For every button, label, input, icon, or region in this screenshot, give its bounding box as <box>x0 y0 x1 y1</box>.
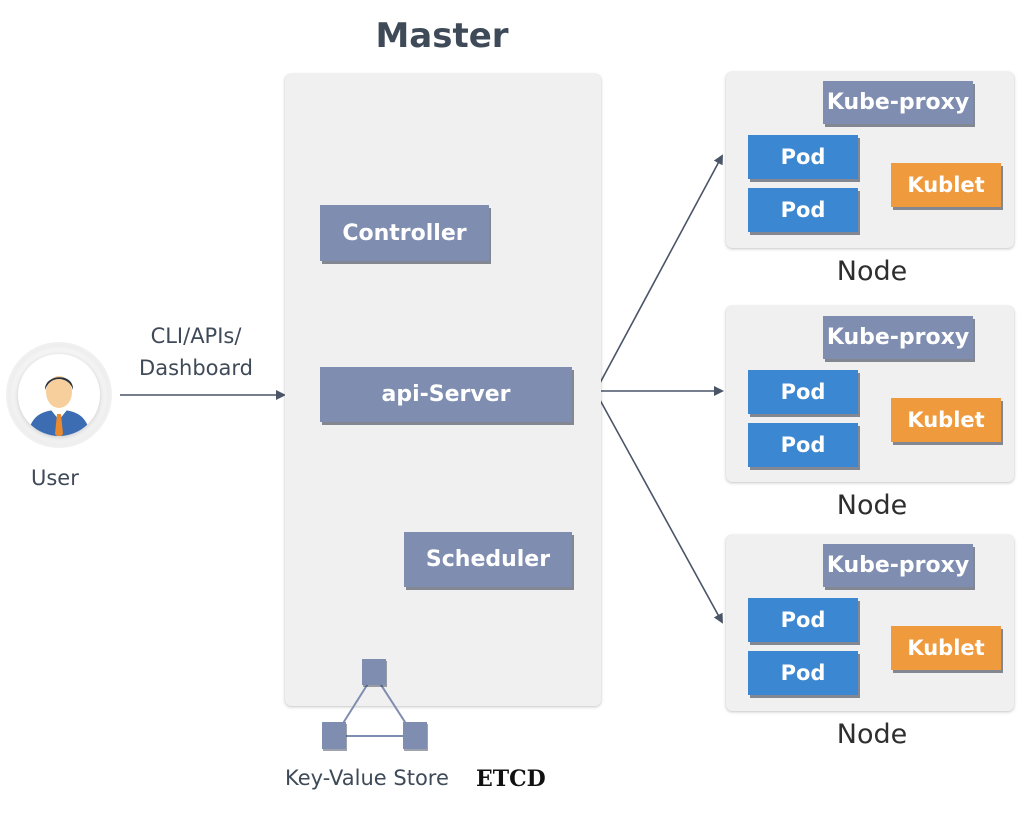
user-avatar[interactable] <box>6 342 112 448</box>
pod-box[interactable]: Pod <box>748 423 858 467</box>
user-label: User <box>31 466 79 490</box>
pod-box[interactable]: Pod <box>748 651 858 695</box>
pod-box[interactable]: Pod <box>748 598 858 642</box>
kublet-box[interactable]: Kublet <box>891 163 1001 207</box>
key-value-store-label: Key-Value Store <box>285 766 449 790</box>
kube-proxy-box[interactable]: Kube-proxy <box>823 81 973 124</box>
api-to-node3-arrow <box>599 399 723 624</box>
kube-proxy-box[interactable]: Kube-proxy <box>823 544 973 587</box>
pod-box[interactable]: Pod <box>748 188 858 232</box>
etcd-node-top <box>362 659 386 685</box>
pod-box[interactable]: Pod <box>748 370 858 414</box>
scheduler-box[interactable]: Scheduler <box>404 532 572 587</box>
pod-box[interactable]: Pod <box>748 135 858 179</box>
etcd-label: ETCD <box>476 766 546 792</box>
kube-proxy-box[interactable]: Kube-proxy <box>823 316 973 359</box>
node-label: Node <box>836 719 908 750</box>
etcd-node-right <box>403 722 427 749</box>
node-label: Node <box>836 490 908 521</box>
cli-apis-dashboard-label: CLI/APIs/ Dashboard <box>139 324 253 380</box>
node-label: Node <box>836 256 908 287</box>
master-title: Master <box>375 16 509 56</box>
user-avatar-icon <box>18 354 100 436</box>
etcd-node-left <box>322 722 346 749</box>
controller-box[interactable]: Controller <box>320 205 489 261</box>
api-to-node1-arrow <box>599 154 723 384</box>
kublet-box[interactable]: Kublet <box>891 626 1001 670</box>
kublet-box[interactable]: Kublet <box>891 398 1001 442</box>
api-server-box[interactable]: api-Server <box>320 367 572 422</box>
